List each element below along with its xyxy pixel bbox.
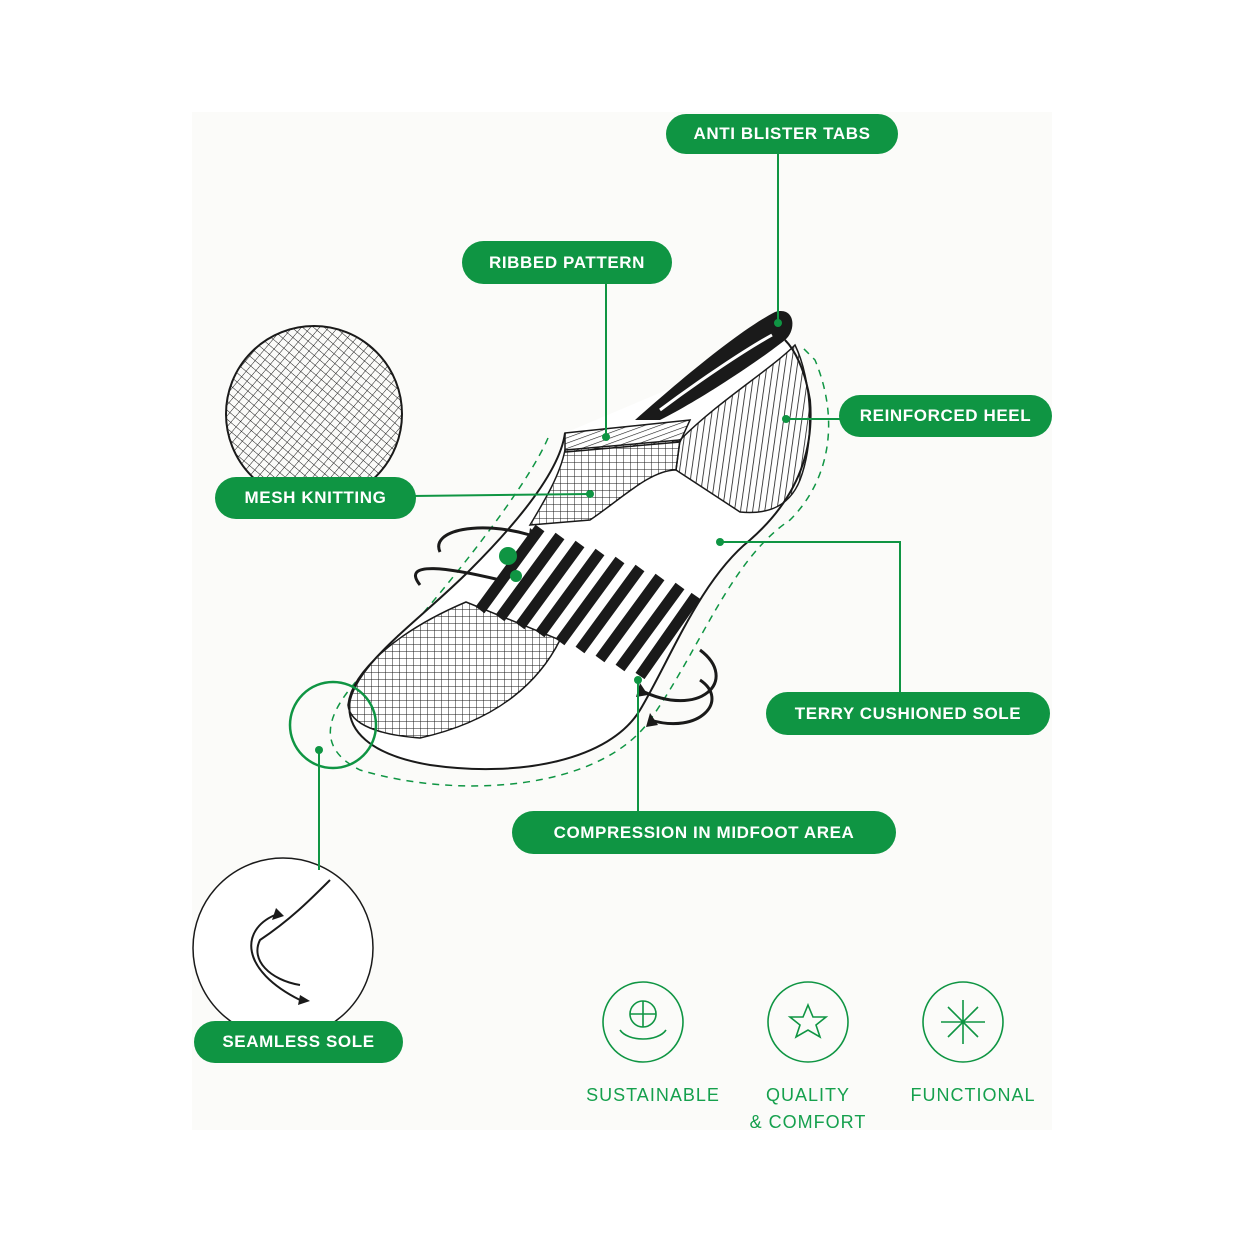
multidirectional-arrows-icon [922,981,1004,1063]
mesh-toe [347,601,562,739]
connector-dots [315,319,790,754]
ribbed-pattern-label: RIBBED PATTERN [462,241,672,284]
globe-in-hands-icon [602,981,684,1063]
reinforced-heel-label: REINFORCED HEEL [839,395,1052,437]
reinforced-heel [675,343,811,514]
feature-functional: FUNCTIONAL [893,1082,1053,1109]
green-accent-mark [499,547,522,582]
mesh-knitting-label: MESH KNITTING [215,477,416,519]
feature-sustainable-line1: SUSTAINABLE [586,1085,720,1105]
compression-band [475,524,701,680]
connector-lines [318,152,901,870]
sparkling-star-icon [767,981,849,1063]
feature-quality-line2: & COMFORT [749,1112,867,1132]
feature-sustainable: SUSTAINABLE [573,1082,733,1109]
anti-blister-tab [635,311,793,420]
feature-quality-comfort: QUALITY & COMFORT [728,1082,888,1136]
feature-functional-line1: FUNCTIONAL [910,1085,1036,1105]
compression-midfoot-label: COMPRESSION IN MIDFOOT AREA [512,811,896,854]
mesh-upper [528,439,681,526]
anti-blister-tabs-label: ANTI BLISTER TABS [666,114,898,154]
terry-cushioned-sole-label: TERRY CUSHIONED SOLE [766,692,1050,735]
mesh-swatch [225,325,403,503]
compression-arrows [414,526,718,726]
feature-quality-line1: QUALITY [765,1085,851,1105]
seamless-sole-label: SEAMLESS SOLE [194,1021,403,1063]
seamless-sole-inset [192,680,378,1039]
